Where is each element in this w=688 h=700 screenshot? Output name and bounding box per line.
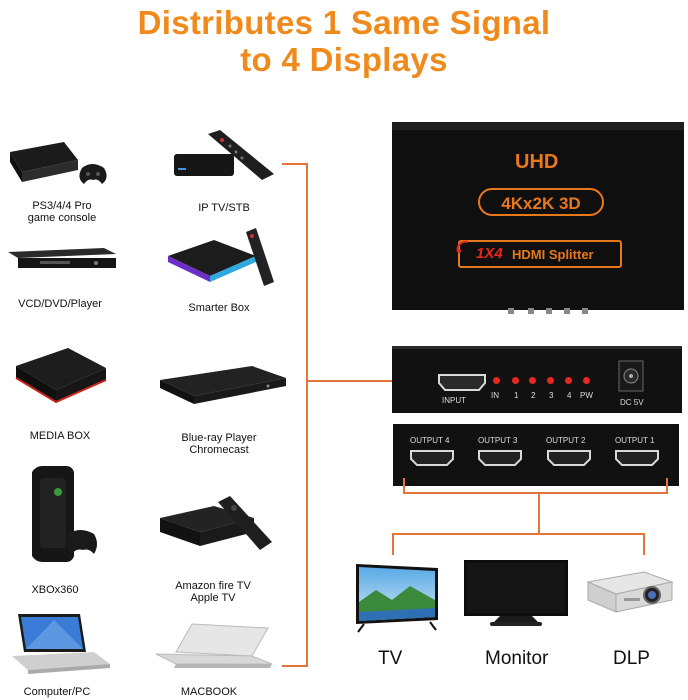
- led-label-1: 1: [514, 391, 519, 400]
- display-label-tv: TV: [378, 648, 403, 669]
- macbook-icon: [155, 623, 273, 668]
- uhd-text: UHD: [515, 151, 559, 173]
- source-label-ps4: PS3/4/4 Pro game console: [14, 200, 110, 224]
- led-indicator: [529, 377, 536, 384]
- led-label-3: 3: [549, 391, 554, 400]
- connector-line: [643, 533, 645, 555]
- connector-line: [282, 665, 308, 667]
- hdmi-output-port-4: [410, 450, 454, 466]
- laptop-pc-icon: [12, 614, 110, 674]
- led-indicator: [583, 377, 590, 384]
- dc-power-jack: [618, 360, 644, 392]
- source-label-bluray-text: Blue-ray Player Chromecast: [181, 432, 257, 456]
- led-indicator: [512, 377, 519, 384]
- media-box-icon: [15, 348, 107, 404]
- game-console-icon: [10, 142, 107, 184]
- model-prefix: 1X4: [476, 245, 503, 262]
- connector-line: [306, 380, 436, 382]
- headline-line-2: to 4 Displays: [240, 41, 448, 78]
- resolution-badge: 4Kx2K 3D: [478, 188, 604, 216]
- hdmi-output-port-3: [478, 450, 522, 466]
- fire-tv-icon: [160, 496, 272, 550]
- source-label-smarter-box: Smarter Box: [188, 302, 250, 314]
- xbox360-icon: [32, 466, 97, 562]
- hdmi-output-port-1: [615, 450, 659, 466]
- source-label-pc: Computer/PC: [23, 686, 91, 698]
- led-label-4: 4: [567, 391, 572, 400]
- source-label-ps4-text: PS3/4/4 Pro game console: [27, 200, 97, 224]
- led-indicator: [565, 377, 572, 384]
- connector-line: [306, 163, 308, 666]
- source-label-xbox: XBOx360: [31, 584, 79, 596]
- connector-line: [403, 492, 668, 494]
- output-label-3: OUTPUT 3: [478, 436, 518, 445]
- display-label-dlp: DLP: [613, 648, 650, 669]
- dvd-player-icon: [8, 248, 116, 268]
- source-label-dvd: VCD/DVD/Player: [18, 298, 102, 310]
- input-port-label: INPUT: [442, 396, 466, 405]
- source-label-iptv: IP TV/STB: [198, 202, 250, 214]
- tv-icon: [356, 564, 438, 633]
- model-label-box: 1X4 HDMI Splitter: [458, 240, 622, 268]
- connector-line: [392, 533, 645, 535]
- projector-icon: [586, 571, 674, 613]
- source-label-fire-tv: Amazon fire TV Apple TV: [160, 580, 266, 604]
- android-box-icon: [168, 228, 274, 286]
- power-label: DC 5V: [620, 398, 644, 407]
- led-indicator: [493, 377, 500, 384]
- connector-line: [392, 533, 394, 555]
- connector-line: [403, 478, 405, 494]
- output-label-2: OUTPUT 2: [546, 436, 586, 445]
- output-label-4: OUTPUT 4: [410, 436, 450, 445]
- source-label-macbook: MACBOOK: [180, 686, 238, 698]
- led-indicator: [547, 377, 554, 384]
- output-label-1: OUTPUT 1: [615, 436, 655, 445]
- connector-line: [282, 163, 308, 165]
- source-label-fire-tv-text: Amazon fire TV Apple TV: [175, 580, 251, 604]
- led-label-2: 2: [531, 391, 536, 400]
- model-text: HDMI Splitter: [512, 247, 594, 262]
- led-label-pw: PW: [580, 391, 593, 400]
- display-label-monitor: Monitor: [485, 648, 549, 669]
- headline-line-1: Distributes 1 Same Signal: [137, 4, 551, 41]
- connector-line: [666, 478, 668, 494]
- led-label-in: IN: [491, 391, 499, 400]
- monitor-icon: [464, 560, 568, 626]
- signal-icon: [456, 240, 469, 253]
- bluray-player-icon: [160, 366, 286, 404]
- source-label-media-box: MEDIA BOX: [29, 430, 91, 442]
- hdmi-input-port: [438, 374, 486, 391]
- hdmi-output-port-2: [547, 450, 591, 466]
- connector-line: [538, 492, 540, 534]
- splitter-top-view: [392, 122, 684, 314]
- source-label-bluray: Blue-ray Player Chromecast: [164, 432, 274, 456]
- set-top-box-icon: [174, 130, 274, 180]
